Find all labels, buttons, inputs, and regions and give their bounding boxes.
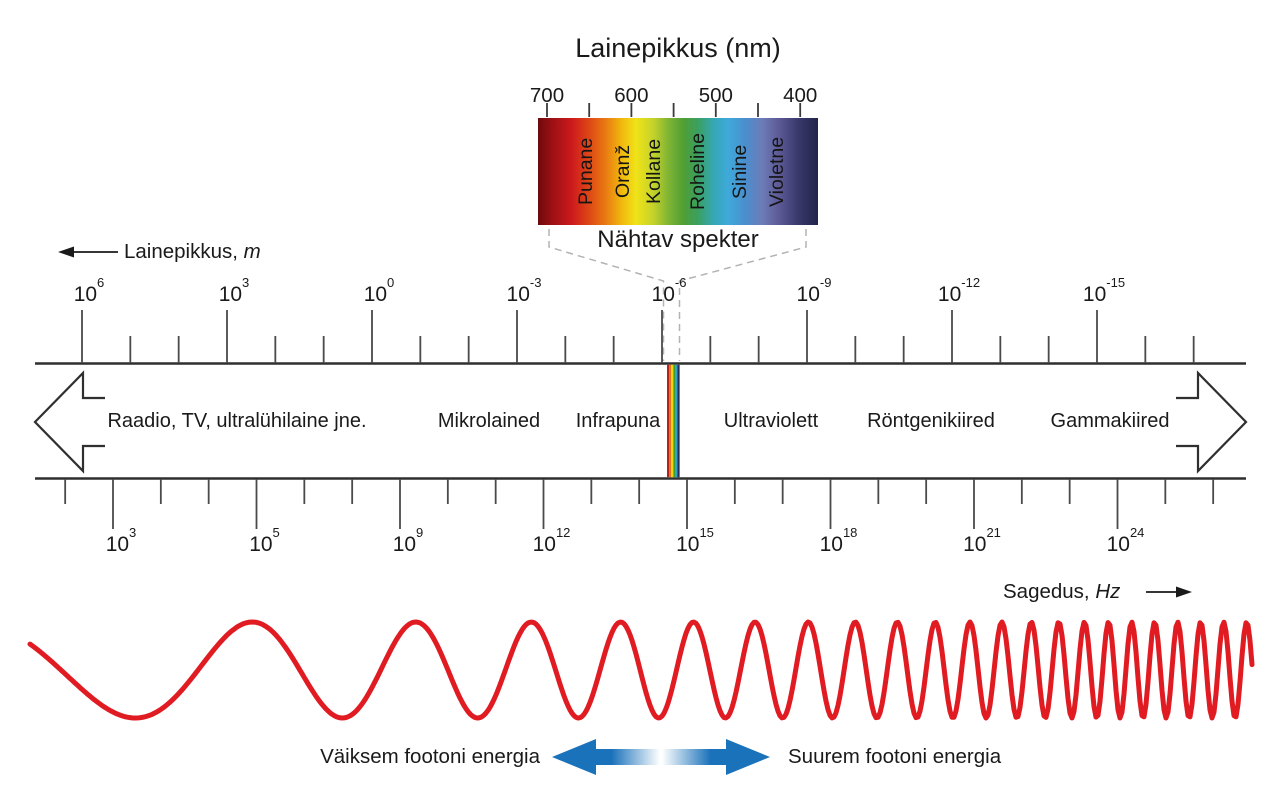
spectrum-color-label: Kollane [643,138,665,205]
band-region-label: Raadio, TV, ultralühilaine jne. [107,410,367,432]
photon-energy-arrow [552,739,770,775]
nm-tick-label: 600 [614,84,649,107]
nm-tick-label: 500 [698,84,733,107]
band-region-label: Ultraviolett [723,410,819,432]
wavelength-scale-ticks [81,310,1195,363]
spectrum-color-label: Roheline [687,133,709,210]
frequency-tick-label: 109 [392,525,424,556]
visible-spectrum-bar: Punane Oranž Kollane Roheline Sinine Violetne [538,118,818,225]
nm-tick-label: 700 [529,84,565,107]
spectrum-color-label: Sinine [729,144,751,199]
wavelength-tick-label: 106 [73,275,105,306]
frequency-tick-label: 1012 [532,525,571,556]
frequency-tick-label: 1018 [819,525,858,556]
lower-energy-label: Väiksem footoni energia [320,745,540,768]
spectrum-color-label: Punane [575,137,597,206]
spectrum-color-label: Violetne [766,136,788,207]
visible-spectrum-strip [667,364,680,478]
em-wave [27,619,1255,721]
wavelength-tick-label: 10-15 [1082,275,1126,306]
higher-energy-label: Suurem footoni energia [788,745,1002,768]
wavelength-tick-label: 103 [218,275,250,306]
nm-tick-label: 400 [783,84,818,107]
wavelength-tick-label: 100 [363,275,395,306]
wavelength-nm-title: Lainepikkus (nm) [575,33,781,63]
frequency-tick-label: 1021 [963,525,1001,556]
wavelength-tick-label: 10-9 [796,275,832,306]
frequency-tick-label: 1015 [676,525,714,556]
band-right-arrow [1176,370,1248,474]
band-left-arrow [33,370,105,474]
band-region-label: Infrapuna [575,410,661,432]
frequency-tick-label: 103 [105,525,137,556]
nm-scale-ticks [546,103,802,117]
frequency-scale-ticks [64,479,1215,529]
left-arrow-icon [58,246,118,258]
band-region-label: Gammakiired [1050,410,1170,432]
visible-spectrum-caption: Nähtav spekter [597,226,759,253]
right-arrow-icon [1146,586,1192,598]
frequency-axis-label: Sagedus, Hz [1003,580,1121,603]
wavelength-tick-label: 10-3 [506,275,542,306]
funnel-dashed-lines [548,229,807,361]
band-region-label: Mikrolained [437,410,541,432]
wavelength-axis-label: Lainepikkus, m [124,240,261,263]
frequency-tick-label: 105 [249,525,280,556]
band-lines [35,362,1246,480]
frequency-tick-label: 1024 [1106,525,1145,556]
wavelength-tick-label: 10-6 [651,275,687,306]
wavelength-tick-label: 10-12 [937,275,981,306]
band-region-label: Röntgenikiired [867,410,995,432]
spectrum-color-label: Oranž [612,144,634,199]
